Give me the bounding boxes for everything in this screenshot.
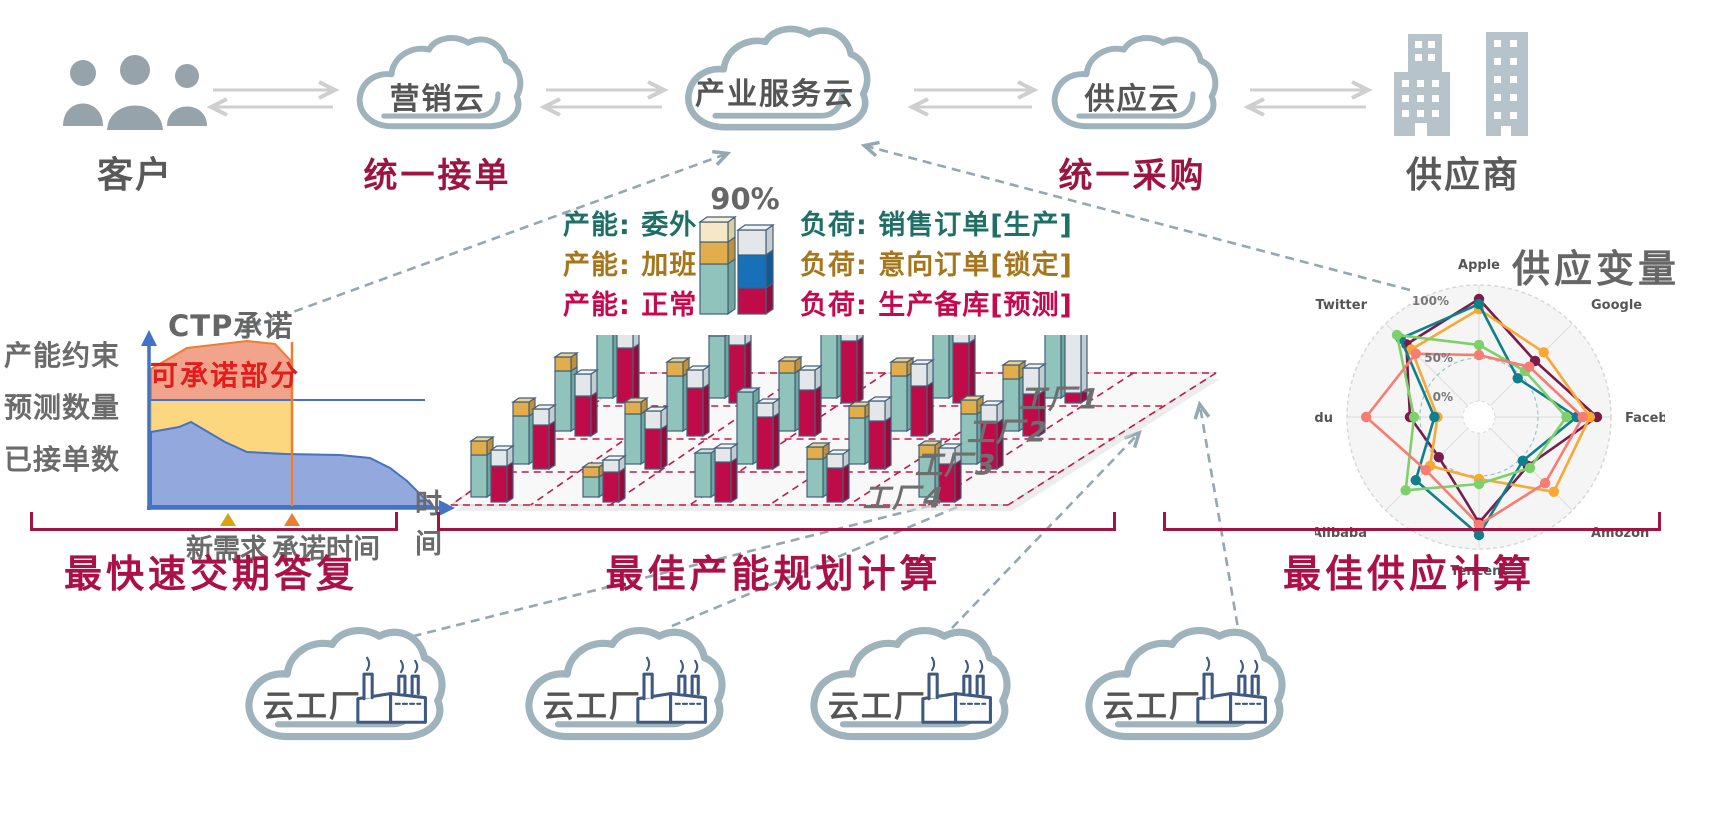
section-label-supply: 最佳供应计算 xyxy=(1282,552,1535,596)
legend-load-sales: 负荷: 销售订单[生产] xyxy=(800,210,1073,241)
svg-text:0%: 0% xyxy=(1433,390,1453,404)
legend-percent-label: 90% xyxy=(710,182,780,216)
supply-cloud: 供应云 xyxy=(1040,30,1225,145)
cloud-factory-2-label: 云工厂 xyxy=(542,689,642,725)
legend-capacity-normal: 产能: 正常 xyxy=(563,290,698,321)
cloud-factory-4-label: 云工厂 xyxy=(1102,689,1202,725)
supplier-label: 供应商 xyxy=(1405,155,1520,196)
svg-text:Apple: Apple xyxy=(1458,258,1500,273)
marketing-cloud-label: 营销云 xyxy=(389,81,486,117)
unified-order-label: 统一接单 xyxy=(363,156,512,196)
ctp-annotation: 可承诺部分 xyxy=(150,359,301,392)
section-label-delivery: 最快速交期答复 xyxy=(63,552,358,596)
customers-icon xyxy=(63,51,207,134)
ctp-ylabel-capacity: 产能约束 xyxy=(4,339,121,372)
supplier-buildings-icon xyxy=(1394,32,1528,136)
cloud-factory-3: 云工厂 xyxy=(800,615,1015,765)
svg-text:Tencent: Tencent xyxy=(1450,564,1507,579)
svg-text:工厂3: 工厂3 xyxy=(913,449,1000,481)
ctp-marker-label-newdemand: 新需求 xyxy=(186,534,267,565)
ctp-xlabel-bottom: 间 xyxy=(415,529,442,560)
radar-title: 供应变量 xyxy=(1512,247,1681,291)
legend-capacity-overtime: 产能: 加班 xyxy=(563,250,698,281)
ctp-ylabel-forecast: 预测数量 xyxy=(4,391,121,424)
industry-service-cloud-label: 产业服务云 xyxy=(695,76,855,112)
cloud-factory-3-label: 云工厂 xyxy=(827,689,927,725)
svg-text:Twitter: Twitter xyxy=(1315,298,1367,313)
ctp-chart-title: CTP承诺 xyxy=(168,309,294,343)
section-label-capacity: 最佳产能规划计算 xyxy=(605,552,942,596)
legend-stacked-bars xyxy=(698,215,775,316)
svg-text:Baidu: Baidu xyxy=(1315,411,1333,426)
legend-load-intent: 负荷: 意向订单[锁定] xyxy=(800,250,1073,281)
svg-text:工厂1: 工厂1 xyxy=(1017,383,1104,415)
cloud-factory-1-label: 云工厂 xyxy=(262,689,362,725)
svg-text:工厂4: 工厂4 xyxy=(861,482,948,514)
svg-text:Google: Google xyxy=(1591,298,1642,313)
cloud-factory-2: 云工厂 xyxy=(515,615,730,765)
legend-capacity-outsource: 产能: 委外 xyxy=(563,210,698,241)
marketing-cloud: 营销云 xyxy=(345,30,530,145)
ctp-marker-label-committime: 承诺时间 xyxy=(272,534,380,565)
ctp-area-chart xyxy=(141,330,455,526)
left-brace xyxy=(30,512,398,531)
ctp-ylabel-orders: 已接单数 xyxy=(4,443,121,476)
svg-text:Facebook: Facebook xyxy=(1625,411,1665,426)
svg-text:50%: 50% xyxy=(1424,351,1453,365)
customer-label: 客户 xyxy=(96,155,173,196)
cloud-factory-4: 云工厂 xyxy=(1075,615,1290,765)
svg-text:工厂2: 工厂2 xyxy=(965,416,1052,448)
industry-service-cloud: 产业服务云 xyxy=(665,20,885,148)
cloud-factory-1: 云工厂 xyxy=(235,615,450,765)
right-brace xyxy=(1163,512,1661,531)
unified-purchase-label: 统一采购 xyxy=(1058,156,1207,196)
supply-cloud-label: 供应云 xyxy=(1084,81,1181,117)
supply-radar-chart: AppleGoogleFacebookAmozonTencentAlibabaB… xyxy=(1315,258,1665,579)
legend-load-stock: 负荷: 生产备库[预测] xyxy=(800,290,1073,321)
center-brace xyxy=(437,512,1116,531)
svg-text:100%: 100% xyxy=(1412,294,1449,308)
